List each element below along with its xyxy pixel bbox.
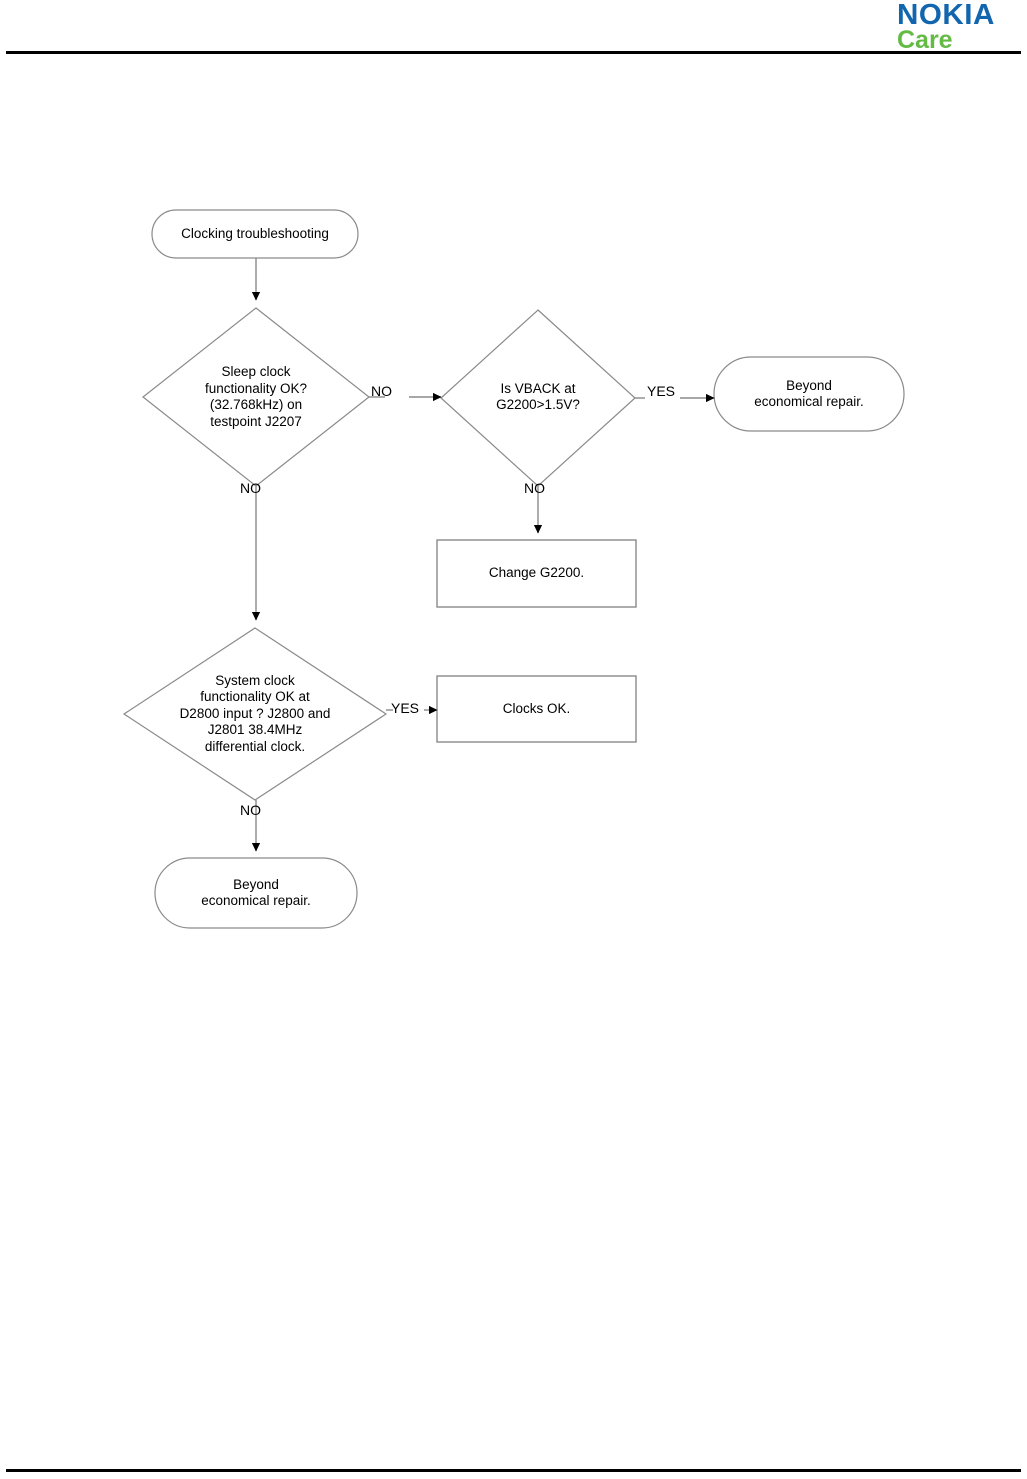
node-clocks-ok-shape (436, 675, 637, 743)
footer-divider (6, 1469, 1021, 1472)
node-beyond-repair-bottom-shape (154, 857, 358, 929)
node-vback-decision-shape (440, 309, 636, 487)
node-start-shape (151, 209, 359, 259)
header-divider (6, 51, 1021, 54)
node-beyond-repair-top-shape (713, 356, 905, 432)
nokia-care-logo: NOKIA Care (897, 0, 1019, 53)
node-change-g2200-shape (436, 539, 637, 608)
logo-care-text: Care (897, 26, 953, 54)
node-system-clock-decision-shape (122, 627, 388, 801)
node-sleep-clock-decision-shape (142, 307, 370, 487)
logo-nokia-text: NOKIA (897, 0, 995, 31)
